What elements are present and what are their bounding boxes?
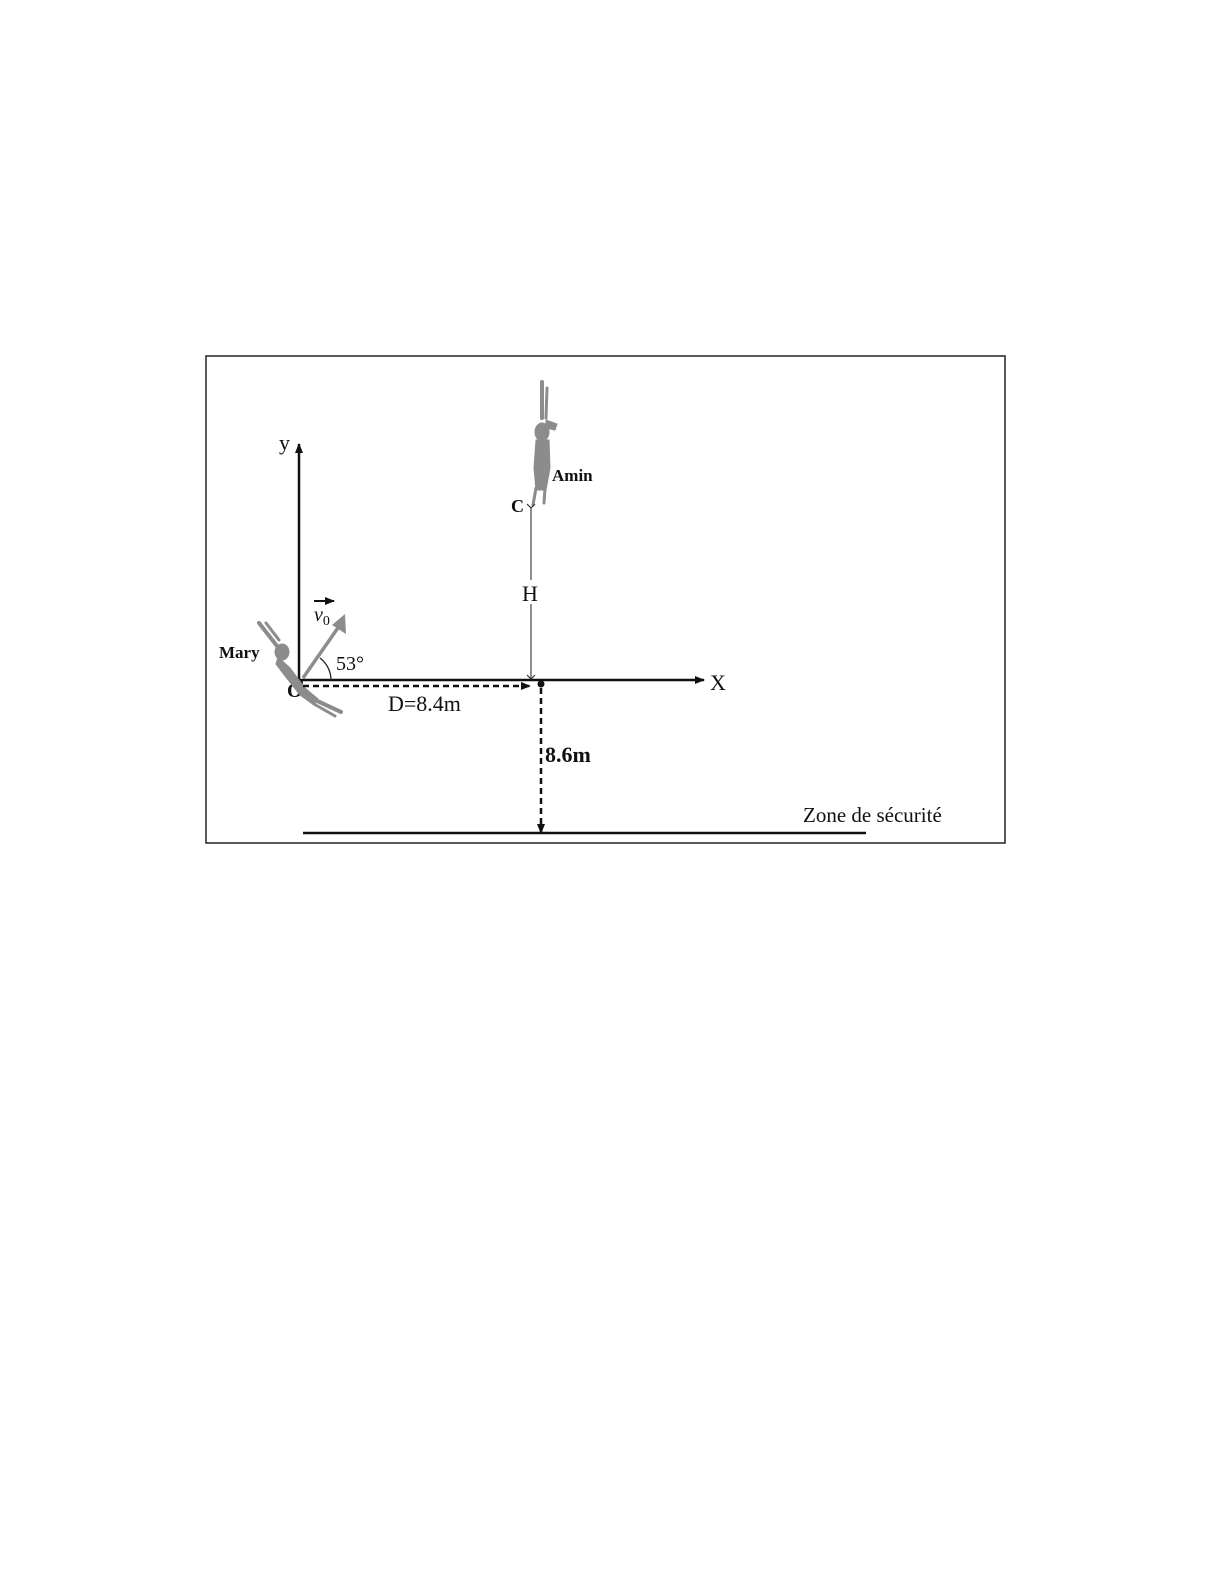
safety-zone-label: Zone de sécurité — [803, 803, 942, 827]
x-axis-label: X — [710, 670, 726, 695]
figure-frame — [206, 356, 1005, 843]
amin-label: Amin — [552, 466, 593, 485]
depth-label: 8.6m — [545, 742, 591, 767]
height-label: H — [522, 581, 538, 606]
velocity-subscript: 0 — [323, 614, 330, 629]
distance-label: D=8.4m — [388, 691, 461, 716]
y-axis-label: y — [279, 430, 290, 455]
mary-label: Mary — [219, 643, 260, 662]
point-c-label: C — [511, 496, 524, 516]
landing-point — [538, 681, 545, 688]
angle-label: 53° — [336, 653, 364, 675]
